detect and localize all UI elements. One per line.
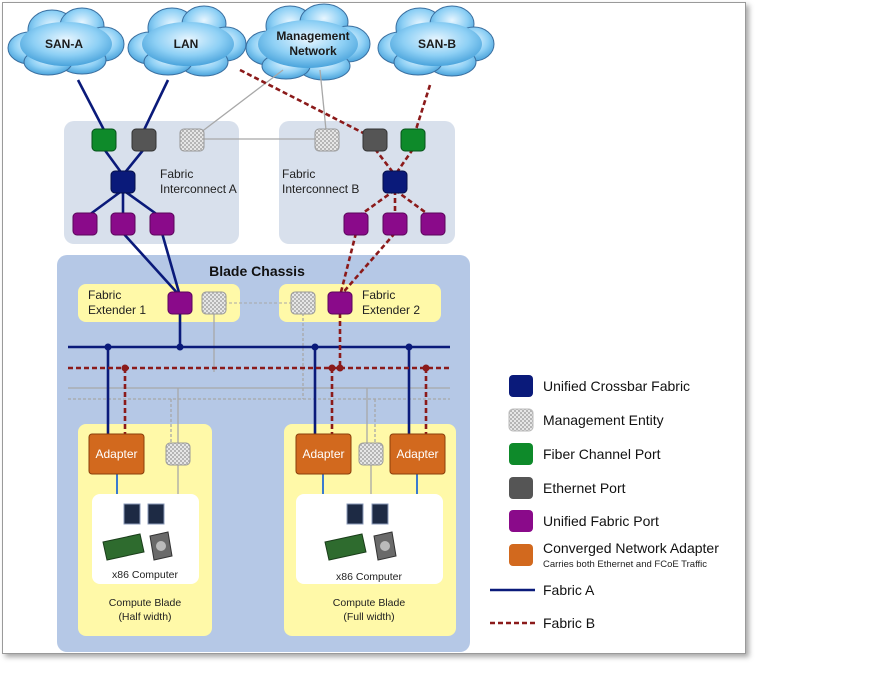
- unified-fabric-port-b-1: [343, 212, 369, 236]
- fabric-extender-1-box: [78, 284, 240, 322]
- interconnect-a-label-line2: Interconnect A: [160, 182, 237, 196]
- extender-1-management-entity: [201, 291, 227, 315]
- blade-half-label-line2: (Half width): [118, 611, 171, 623]
- blade-half-label-line1: Compute Blade: [109, 597, 182, 609]
- cloud-label-lan: LAN: [174, 37, 199, 51]
- unified-fabric-port-a-1: [72, 212, 98, 236]
- extender-2-label-line1: Fabric: [362, 288, 395, 302]
- fabric-a-links: [68, 79, 450, 494]
- extender-2-management-entity: [290, 291, 316, 315]
- blade-full-label-line1: Compute Blade: [333, 597, 406, 609]
- motherboard-icon-1: [102, 533, 145, 561]
- cloud-label-network: Network: [289, 44, 337, 58]
- management-entity-b: [314, 128, 340, 152]
- legend-swatch-ufp: [509, 510, 533, 532]
- x86-computer-label-2: x86 Computer: [336, 571, 402, 583]
- adapter-label-2: Adapter: [302, 447, 344, 461]
- blade-2-management-entity: [358, 442, 384, 466]
- unified-crossbar-fabric-b: [382, 170, 408, 194]
- cloud-label-san-b: SAN-B: [418, 37, 456, 51]
- cloud-management-network: Management Network: [245, 3, 371, 81]
- x86-computer-box-2: [296, 494, 443, 584]
- legend-swatch-mgmt: [508, 408, 534, 432]
- fabric-extender-2-box: [279, 284, 441, 322]
- unified-fabric-port-a-2: [110, 212, 136, 236]
- fabric-b-links: [68, 68, 450, 434]
- interconnect-b-label-line2: Interconnect B: [282, 182, 359, 196]
- hard-drive-icon-1: [149, 531, 173, 561]
- legend-cna-sub: Carries both Ethernet and FCoE Traffic: [543, 559, 707, 570]
- cloud-label-management: Management: [276, 29, 349, 43]
- unified-crossbar-fabric-a: [110, 170, 136, 194]
- cloud-san-a: SAN-A: [7, 7, 125, 76]
- legend-fabric-a: Fabric A: [543, 582, 595, 598]
- legend-crossbar: Unified Crossbar Fabric: [543, 378, 690, 394]
- x86-computer-box-1: [92, 494, 199, 584]
- fabric-interconnect-a-box: [64, 121, 239, 244]
- legend: Unified Crossbar Fabric Management Entit…: [490, 375, 719, 631]
- legend-fc: Fiber Channel Port: [543, 446, 661, 462]
- adapter-blade-2a: [295, 433, 352, 475]
- cloud-lan: LAN: [127, 5, 247, 77]
- legend-ufp: Unified Fabric Port: [543, 513, 659, 529]
- interconnect-b-label-line1: Fabric: [282, 167, 315, 181]
- unified-fabric-port-b-2: [382, 212, 408, 236]
- motherboard-icon-2: [324, 533, 367, 561]
- management-entity-a: [179, 128, 205, 152]
- adapter-label-1: Adapter: [95, 447, 137, 461]
- cpu-chip-icons-1: [123, 503, 165, 525]
- legend-swatch-crossbar: [509, 375, 533, 397]
- extender-1-uplink-port: [167, 291, 193, 315]
- extender-2-label-line2: Extender 2: [362, 303, 420, 317]
- interconnect-a-label-line1: Fabric: [160, 167, 193, 181]
- cloud-san-b: SAN-B: [377, 5, 495, 77]
- legend-fabric-b: Fabric B: [543, 615, 595, 631]
- legend-eth: Ethernet Port: [543, 480, 626, 496]
- adapter-blade-1: [88, 433, 145, 475]
- blade-full-label-line2: (Full width): [343, 611, 394, 623]
- legend-swatch-cna: [509, 544, 533, 566]
- unified-fabric-port-b-3: [420, 212, 446, 236]
- extender-1-label-line1: Fabric: [88, 288, 121, 302]
- blade-1-management-entity: [165, 442, 191, 466]
- adapter-label-3: Adapter: [396, 447, 438, 461]
- unified-fabric-port-a-3: [149, 212, 175, 236]
- cpu-chip-icons-2: [346, 503, 389, 525]
- legend-swatch-fc: [509, 443, 533, 465]
- legend-swatch-eth: [509, 477, 533, 499]
- extender-2-uplink-port: [327, 291, 353, 315]
- hard-drive-icon-2: [373, 531, 397, 561]
- fiber-channel-port-b: [400, 128, 426, 152]
- ethernet-port-a: [131, 128, 157, 152]
- cloud-label-san-a: SAN-A: [45, 37, 83, 51]
- ethernet-port-b: [362, 128, 388, 152]
- blade-chassis-title: Blade Chassis: [209, 263, 305, 279]
- legend-cna: Converged Network Adapter: [543, 540, 719, 556]
- adapter-blade-2b: [389, 433, 446, 475]
- management-links: [68, 69, 450, 494]
- x86-computer-label-1: x86 Computer: [112, 569, 178, 581]
- legend-mgmt: Management Entity: [543, 412, 664, 428]
- fabric-b-junctions: [121, 364, 430, 372]
- fabric-a-junctions: [104, 343, 413, 351]
- extender-1-label-line2: Extender 1: [88, 303, 146, 317]
- fiber-channel-port-a: [91, 128, 117, 152]
